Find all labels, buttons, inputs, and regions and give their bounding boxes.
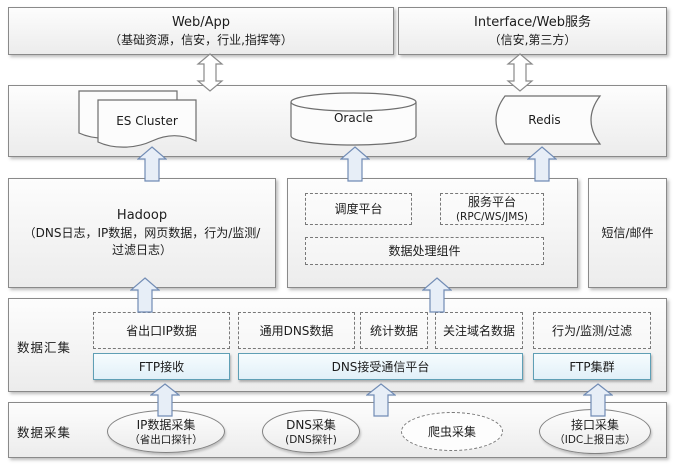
ftp-cluster-channel: FTP集群 xyxy=(533,353,651,380)
up-arrow-icon xyxy=(366,383,396,417)
dns-collection-title: DNS采集 xyxy=(286,417,336,432)
ip-collection-subtitle: （省出口探针） xyxy=(129,433,203,446)
behavior-monitor-filter-box: 行为/监测/过滤 xyxy=(533,312,651,349)
generic-dns-data-box: 通用DNS数据 xyxy=(238,312,355,349)
interface-collection-title: 接口采集 xyxy=(570,417,619,432)
aggregation-label: 数据汇集 xyxy=(17,340,72,355)
service-platform-box: 服务平台 (RPC/WS/JMS) xyxy=(440,193,544,225)
redis-storage-icon xyxy=(495,95,602,145)
es-cluster-label: ES Cluster xyxy=(116,113,178,128)
dns-collection-ellipse: DNS采集 (DNS探针) xyxy=(262,410,360,453)
ftp-receive-channel: FTP接收 xyxy=(93,353,230,380)
dns-collection-subtitle: (DNS探针) xyxy=(285,433,337,446)
sms-mail-box: 短信/邮件 xyxy=(588,178,667,288)
interface-box: Interface/Web服务 （信安,第三方） xyxy=(398,7,667,55)
crawler-collection-ellipse: 爬虫采集 xyxy=(401,412,503,451)
es-cluster-front-sheet-icon xyxy=(97,99,197,148)
redis-label: Redis xyxy=(528,112,561,127)
webapp-box: Web/App （基础资源，信安，行业,指挥等） xyxy=(8,7,394,55)
oracle-label: Oracle xyxy=(333,110,374,125)
service-platform-title: 服务平台 xyxy=(467,195,516,209)
ip-collection-ellipse: IP数据采集 （省出口探针） xyxy=(107,410,225,453)
service-platform-subtitle: (RPC/WS/JMS) xyxy=(455,211,529,223)
up-arrow-icon xyxy=(340,146,370,182)
scheduler-platform-box: 调度平台 xyxy=(305,193,412,225)
data-processing-component-box: 数据处理组件 xyxy=(305,237,544,265)
double-arrow-icon xyxy=(196,53,224,92)
crawler-collection-title: 爬虫采集 xyxy=(427,424,476,439)
hadoop-title: Hadoop xyxy=(116,208,168,223)
up-arrow-icon xyxy=(583,383,613,417)
up-arrow-icon xyxy=(527,146,557,182)
oracle-database-icon xyxy=(290,92,417,146)
interface-collection-subtitle: （IDC上报日志） xyxy=(554,433,636,446)
interface-subtitle: （信安,第三方） xyxy=(488,32,577,47)
statistics-data-box: 统计数据 xyxy=(360,312,428,349)
interface-title: Interface/Web服务 xyxy=(474,14,591,30)
collection-label: 数据采集 xyxy=(17,425,72,440)
webapp-title: Web/App xyxy=(171,14,231,30)
double-arrow-icon xyxy=(506,53,534,92)
province-ip-data-box: 省出口IP数据 xyxy=(93,312,230,349)
webapp-subtitle: （基础资源，信安，行业,指挥等） xyxy=(109,32,293,47)
up-arrow-icon xyxy=(422,277,452,313)
up-arrow-icon xyxy=(130,277,160,313)
hadoop-box: Hadoop （DNS日志，IP数据，网页数据，行为/监测/过滤日志） xyxy=(8,178,276,288)
dns-receive-platform-channel: DNS接受通信平台 xyxy=(238,353,523,380)
up-arrow-icon xyxy=(150,383,180,417)
up-arrow-icon xyxy=(137,146,167,182)
watched-domain-data-box: 关注域名数据 xyxy=(435,312,523,349)
ip-collection-title: IP数据采集 xyxy=(136,417,196,432)
hadoop-subtitle: （DNS日志，IP数据，网页数据，行为/监测/过滤日志） xyxy=(23,226,261,257)
